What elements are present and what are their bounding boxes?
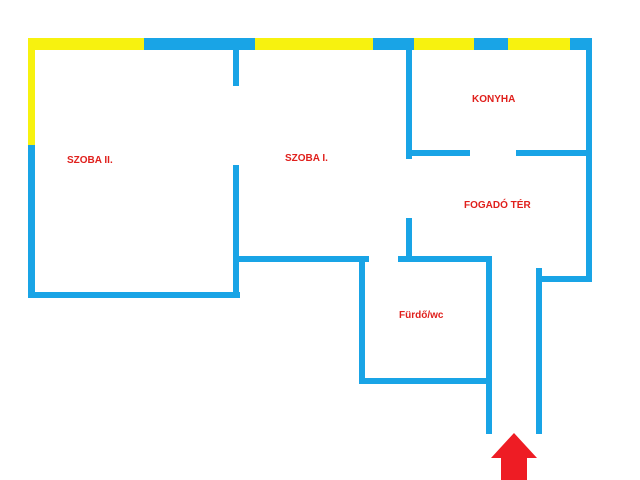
wall-bath-right <box>486 256 492 434</box>
wall-konyha-bottom-left <box>406 150 470 156</box>
wall-corridor-right <box>536 268 542 434</box>
window-4 <box>414 38 474 50</box>
window-1 <box>28 38 144 50</box>
wall-fogado-left <box>406 218 412 258</box>
wall-bath-bottom <box>359 378 490 384</box>
wall-right <box>586 38 592 282</box>
wall-bath-top <box>398 256 492 262</box>
room-label-szoba2: SZOBA II. <box>67 155 113 166</box>
wall-partition-upper <box>233 44 239 86</box>
wall-left <box>28 145 35 297</box>
wall-partition-lower <box>233 165 239 297</box>
windows <box>28 38 570 145</box>
window-2 <box>28 50 35 145</box>
room-label-szoba1: SZOBA I. <box>285 153 328 164</box>
room-label-fogado: FOGADÓ TÉR <box>464 198 531 211</box>
wall-szoba2-bottom <box>28 292 240 298</box>
room-label-konyha: KONYHA <box>472 94 515 105</box>
wall-fogado-bottom <box>536 276 592 282</box>
room-label-furdo: Fürdő/wc <box>399 310 444 321</box>
entrance-arrow-icon <box>491 433 537 480</box>
window-3 <box>255 38 373 50</box>
window-5 <box>508 38 570 50</box>
wall-szoba1-bottom <box>239 256 369 262</box>
wall-konyha-left <box>406 44 412 159</box>
wall-konyha-bottom-right <box>516 150 592 156</box>
wall-bath-left <box>359 256 365 384</box>
